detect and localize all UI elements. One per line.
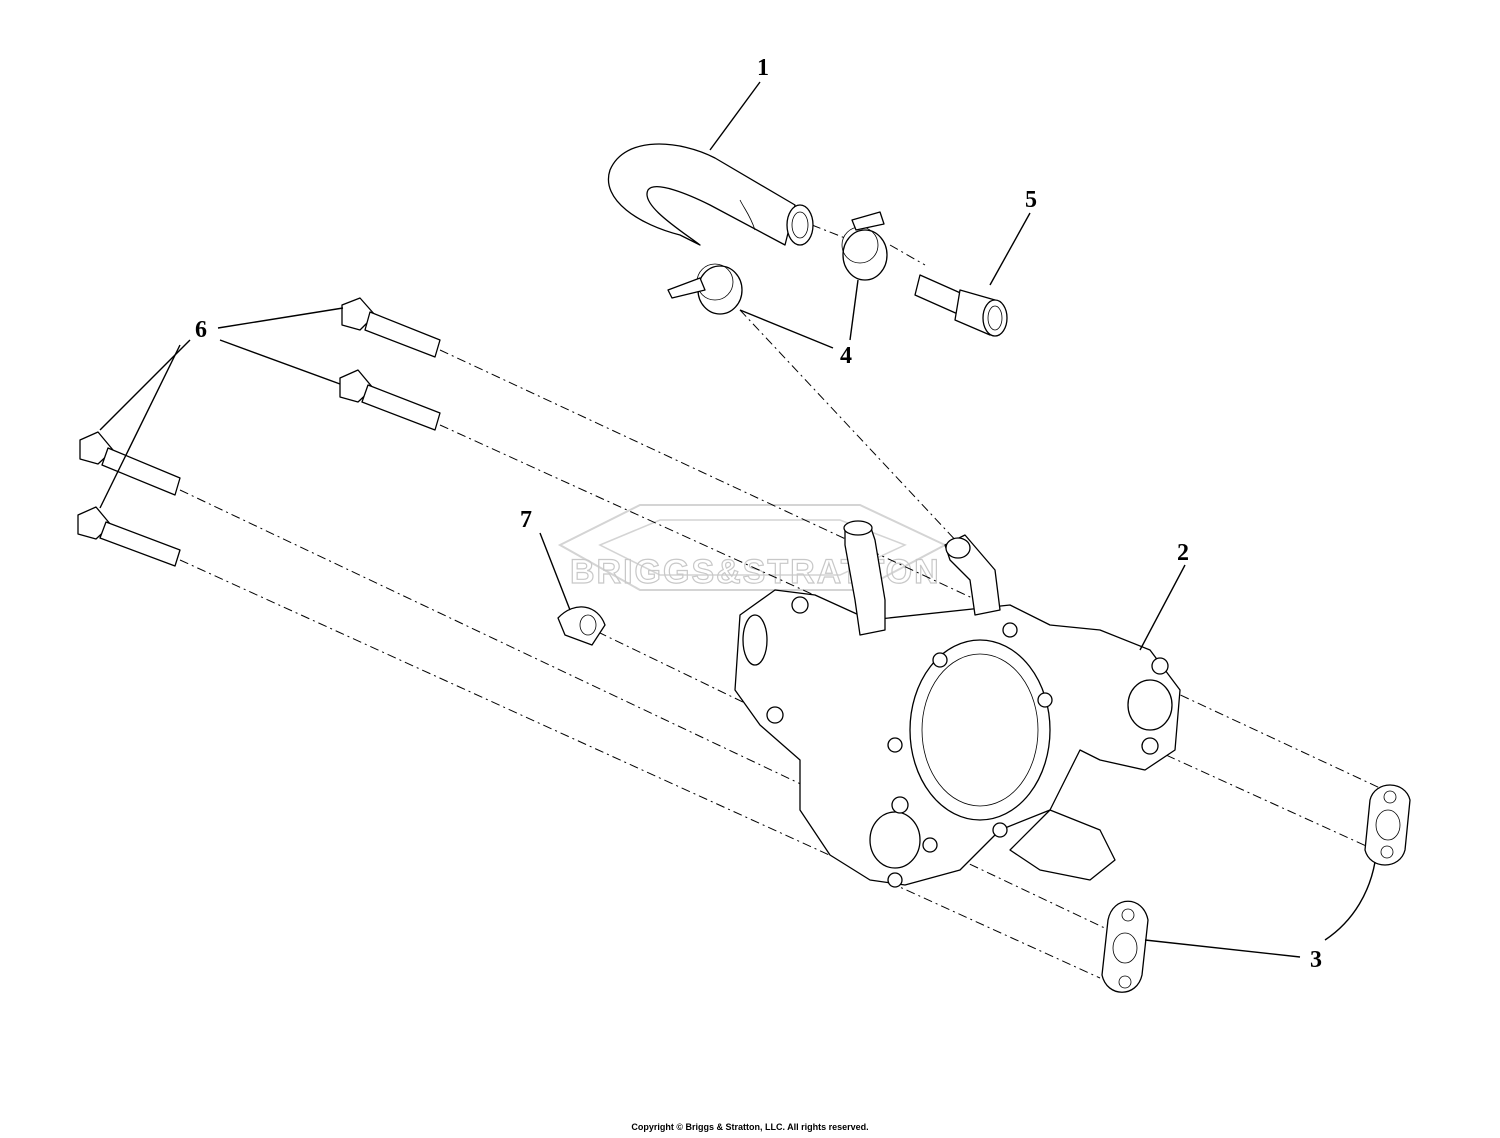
brand-watermark: BRIGGS&STRATTON (557, 504, 948, 592)
callout-labels: 1 2 3 4 5 6 7 (195, 55, 1322, 973)
hose-clamp-left (667, 263, 743, 315)
callout-1: 1 (757, 55, 769, 81)
bolt-2 (339, 369, 441, 431)
copyright-notice: Copyright © Briggs & Stratton, LLC. All … (631, 1122, 869, 1132)
gasket-lower (1101, 900, 1149, 993)
callout-6: 6 (195, 317, 207, 343)
gasket-upper (1364, 784, 1411, 866)
watermark-text: BRIGGS&STRATTON (570, 553, 941, 591)
bolt-3 (79, 431, 181, 496)
hose-fitting (914, 274, 1008, 337)
callout-7: 7 (520, 507, 532, 533)
coolant-hose (607, 143, 814, 246)
callout-3: 3 (1310, 947, 1322, 973)
water-pump-housing (734, 520, 1181, 888)
callout-4: 4 (840, 343, 852, 369)
leader-lines (99, 81, 1376, 958)
callout-5: 5 (1025, 187, 1037, 213)
bolt-4 (77, 506, 181, 567)
callout-2: 2 (1177, 540, 1189, 566)
hose-clamp-right (841, 211, 888, 281)
alignment-lines (179, 224, 1396, 979)
plug-cap (557, 606, 606, 646)
bolt-1 (341, 297, 441, 358)
